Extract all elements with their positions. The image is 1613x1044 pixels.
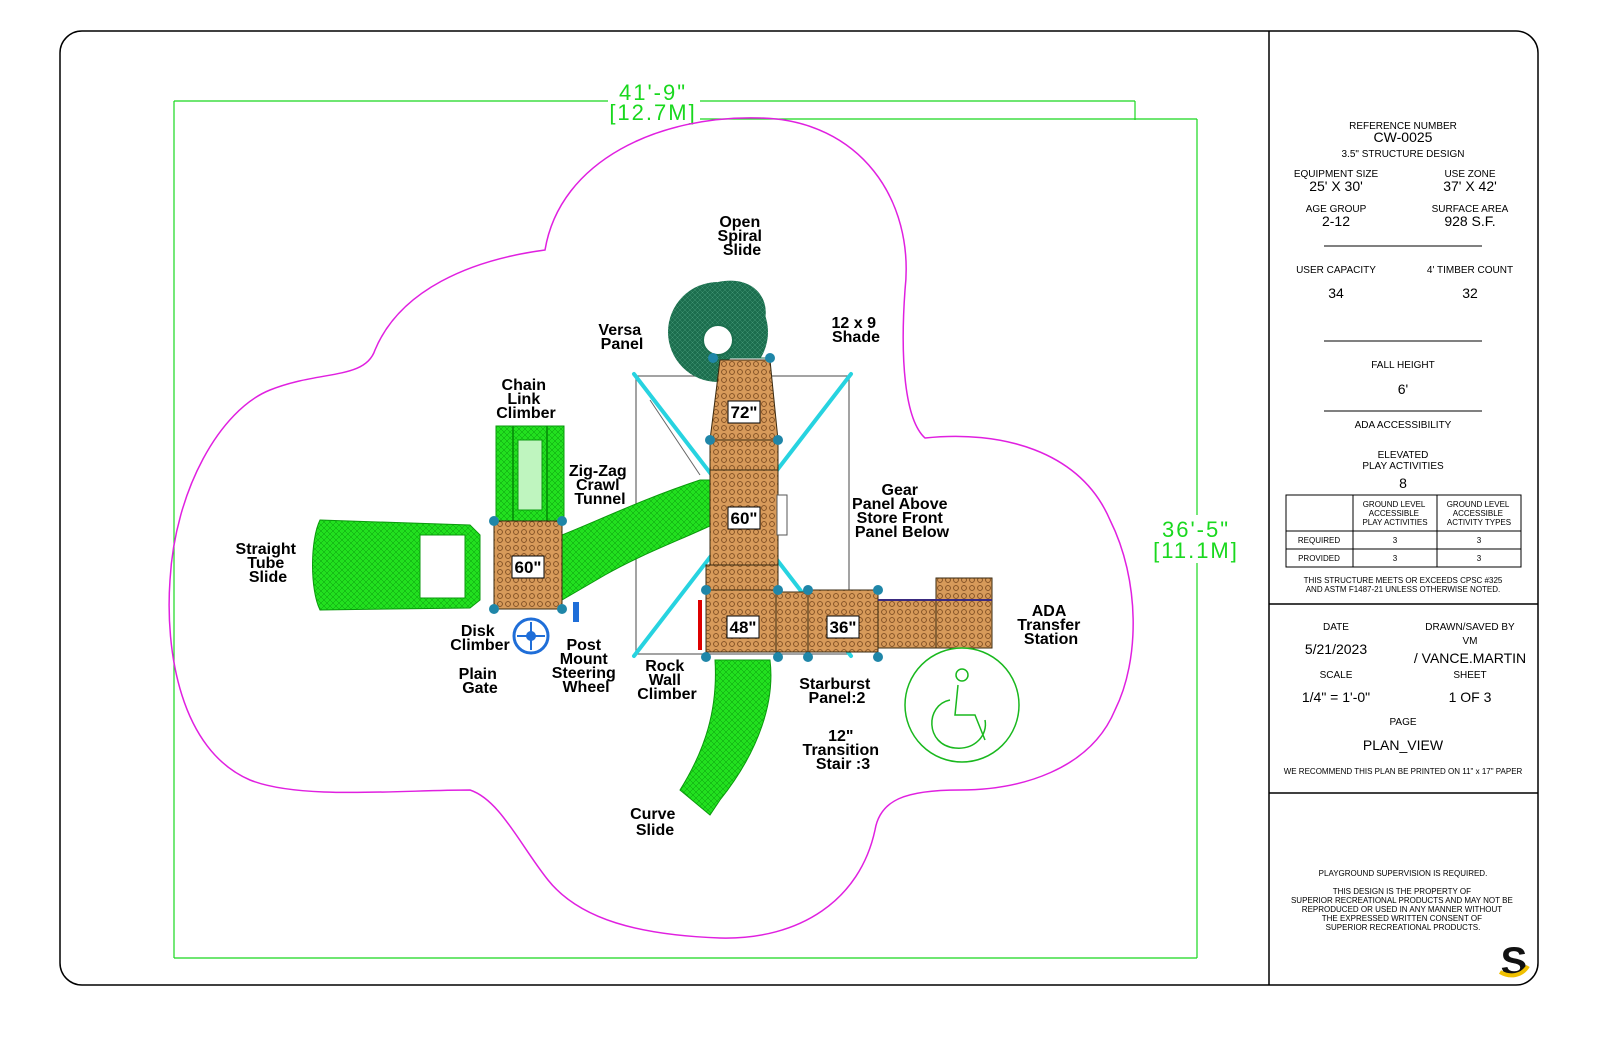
elevated-value: 8 xyxy=(1399,475,1407,491)
label-rock-wall: Rock Wall Climber xyxy=(637,658,697,703)
table-col1-header: GROUND LEVEL ACCESSIBLE PLAY ACTIVITIES xyxy=(1362,500,1427,527)
label-steering-wheel: Post Mount Steering Wheel xyxy=(552,637,620,696)
versa-panel-pointer xyxy=(649,399,701,476)
sheet-label: SHEET xyxy=(1453,670,1486,681)
age-group-label: AGE GROUP xyxy=(1306,204,1367,215)
table-row-required-a: 3 xyxy=(1393,536,1398,545)
equipment-size-label: EQUIPMENT SIZE xyxy=(1294,169,1379,180)
label-ada-station: ADA Transfer Station xyxy=(1017,603,1085,648)
deck-connector xyxy=(709,439,779,471)
drawn-label: DRAWN/SAVED BY xyxy=(1425,622,1515,633)
equipment-size-value: 25' X 30' xyxy=(1309,178,1363,194)
label-shade: 12 x 9 Shade xyxy=(832,315,881,346)
svg-text:S: S xyxy=(1501,940,1528,984)
elevated-label-1: ELEVATED xyxy=(1378,450,1429,461)
dim-width-ft: 41'-9" xyxy=(619,80,687,105)
drawn-value-1: VM xyxy=(1463,636,1478,647)
label-chain-link-climber: Chain Link Climber xyxy=(496,377,556,422)
surface-area-value: 928 S.F. xyxy=(1444,213,1495,229)
date-label: DATE xyxy=(1323,622,1349,633)
chain-link-climber xyxy=(495,425,565,522)
compliance-line-1: THIS STRUCTURE MEETS OR EXCEEDS CPSC #32… xyxy=(1304,576,1503,585)
disk-climber xyxy=(512,617,550,655)
straight-tube-slide xyxy=(312,519,481,611)
user-capacity-value: 34 xyxy=(1328,285,1344,301)
label-straight-tube-slide: Straight Tube Slide xyxy=(236,541,301,586)
deck-label-36: 36" xyxy=(830,618,857,637)
fall-height-label: FALL HEIGHT xyxy=(1371,360,1435,371)
print-note: WE RECOMMEND THIS PLAN BE PRINTED ON 11"… xyxy=(1284,767,1523,776)
user-capacity-label: USER CAPACITY xyxy=(1296,265,1376,276)
supervision-note: PLAYGROUND SUPERVISION IS REQUIRED. xyxy=(1319,869,1488,878)
transition-stair-2 xyxy=(877,599,937,649)
label-starburst: Starburst Panel:2 xyxy=(799,676,875,707)
age-group-value: 2-12 xyxy=(1322,213,1350,229)
elevated-label-2: PLAY ACTIVITIES xyxy=(1362,461,1444,472)
label-disk-climber: Disk Climber xyxy=(450,623,510,654)
page-label: PAGE xyxy=(1389,717,1416,728)
dim-height-ft: 36'-5" xyxy=(1162,517,1230,542)
label-zig-zag-tunnel: Zig-Zag Crawl Tunnel xyxy=(569,463,631,508)
table-row-provided-label: PROVIDED xyxy=(1298,554,1340,563)
ada-symbol xyxy=(904,647,1020,763)
ada-label: ADA ACCESSIBILITY xyxy=(1355,420,1452,431)
use-zone-label: USE ZONE xyxy=(1444,169,1495,180)
label-transition-stair: 12" Transition Stair :3 xyxy=(803,728,884,773)
deck-labels: 72" 60" 60" 48" 36" xyxy=(511,400,860,639)
date-value: 5/21/2023 xyxy=(1305,641,1367,657)
reference-label: REFERENCE NUMBER xyxy=(1349,121,1457,132)
company-logo: S xyxy=(1498,940,1530,984)
label-curve-slide: Curve Slide xyxy=(630,806,680,839)
scale-label: SCALE xyxy=(1320,670,1353,681)
deck-label-60-left: 60" xyxy=(515,558,542,577)
open-spiral-slide xyxy=(668,280,771,382)
table-row-provided-a: 3 xyxy=(1393,554,1398,563)
label-gear-panel: Gear Panel Above Store Front Panel Below xyxy=(852,482,952,541)
dim-width-metric: [12.7M] xyxy=(609,100,696,125)
deck-label-48: 48" xyxy=(730,618,757,637)
use-zone-outline xyxy=(168,117,1134,939)
drawn-value-2: / VANCE.MARTIN xyxy=(1414,650,1526,666)
ada-transfer-station xyxy=(935,577,993,649)
fall-height-value: 6' xyxy=(1398,381,1408,397)
design-label: 3.5" STRUCTURE DESIGN xyxy=(1341,149,1464,160)
dim-height-m: [11.1M] xyxy=(1153,538,1239,563)
sheet-border xyxy=(59,30,1539,986)
reference-value: CW-0025 xyxy=(1374,129,1433,145)
deck-structure xyxy=(493,359,993,653)
label-versa-panel: Versa Panel xyxy=(598,322,645,353)
steering-wheel xyxy=(573,602,579,622)
posts xyxy=(489,353,883,662)
dim-label-bg-height xyxy=(1150,515,1242,563)
page-value: PLAN_VIEW xyxy=(1363,737,1444,753)
dim-label-bg-width xyxy=(608,86,700,124)
table-row-provided-b: 3 xyxy=(1477,554,1482,563)
use-zone-value: 37' X 42' xyxy=(1443,178,1497,194)
deck-step xyxy=(705,564,779,591)
table-row-required-b: 3 xyxy=(1477,536,1482,545)
callouts: Open Spiral Slide Versa Panel 12 x 9 Sha… xyxy=(236,214,1085,839)
gear-panel xyxy=(776,494,788,536)
deck-label-60-center: 60" xyxy=(731,509,758,528)
timber-count-label: 4' TIMBER COUNT xyxy=(1427,265,1513,276)
scale-value: 1/4" = 1'-0" xyxy=(1302,689,1370,705)
label-plain-gate: Plain Gate xyxy=(459,666,502,697)
compliance-line-2: AND ASTM F1487-21 UNLESS OTHERWISE NOTED… xyxy=(1306,585,1501,594)
curve-slide xyxy=(679,659,772,816)
deck-label-72: 72" xyxy=(731,403,758,422)
label-open-spiral-slide: Open Spiral Slide xyxy=(718,214,767,259)
property-note: THIS DESIGN IS THE PROPERTY OF SUPERIOR … xyxy=(1291,887,1515,932)
surface-area-label: SURFACE AREA xyxy=(1432,204,1509,215)
sheet-value: 1 OF 3 xyxy=(1449,689,1492,705)
table-col2-header: GROUND LEVEL ACCESSIBLE ACTIVITY TYPES xyxy=(1447,500,1512,527)
transition-stair-1 xyxy=(775,591,809,653)
accessibility-table xyxy=(1285,494,1522,568)
timber-count-value: 32 xyxy=(1462,285,1478,301)
title-block: REFERENCE NUMBER CW-0025 3.5" STRUCTURE … xyxy=(1284,121,1530,984)
deck-72 xyxy=(709,359,779,441)
table-row-required-label: REQUIRED xyxy=(1298,536,1340,545)
